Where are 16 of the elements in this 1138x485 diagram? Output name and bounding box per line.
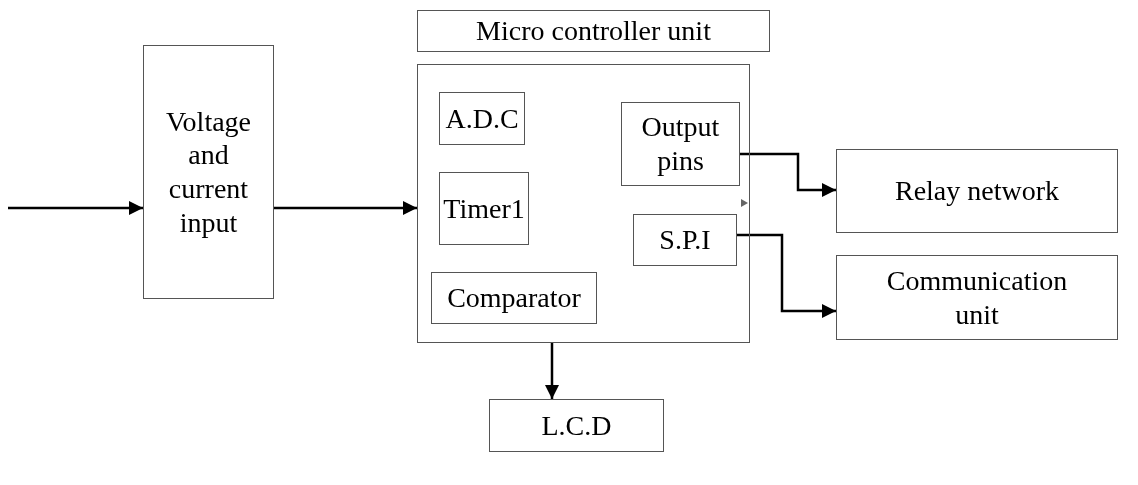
arrow <box>274 201 417 215</box>
arrow <box>8 201 143 215</box>
process-box: Micro controller unit <box>417 10 770 52</box>
process-box: Relay network <box>836 149 1118 233</box>
container-box <box>417 64 750 343</box>
process-box: S.P.I <box>633 214 737 266</box>
process-box: L.C.D <box>489 399 664 452</box>
process-box: A.D.C <box>439 92 525 145</box>
arrow <box>736 233 836 318</box>
process-box: Output pins <box>621 102 740 186</box>
arrow <box>739 152 836 197</box>
arrow <box>545 343 559 399</box>
process-box: Comparator <box>431 272 597 324</box>
process-box: Timer1 <box>439 172 529 245</box>
process-box: Communication unit <box>836 255 1118 340</box>
process-box: Voltage and current input <box>143 45 274 299</box>
